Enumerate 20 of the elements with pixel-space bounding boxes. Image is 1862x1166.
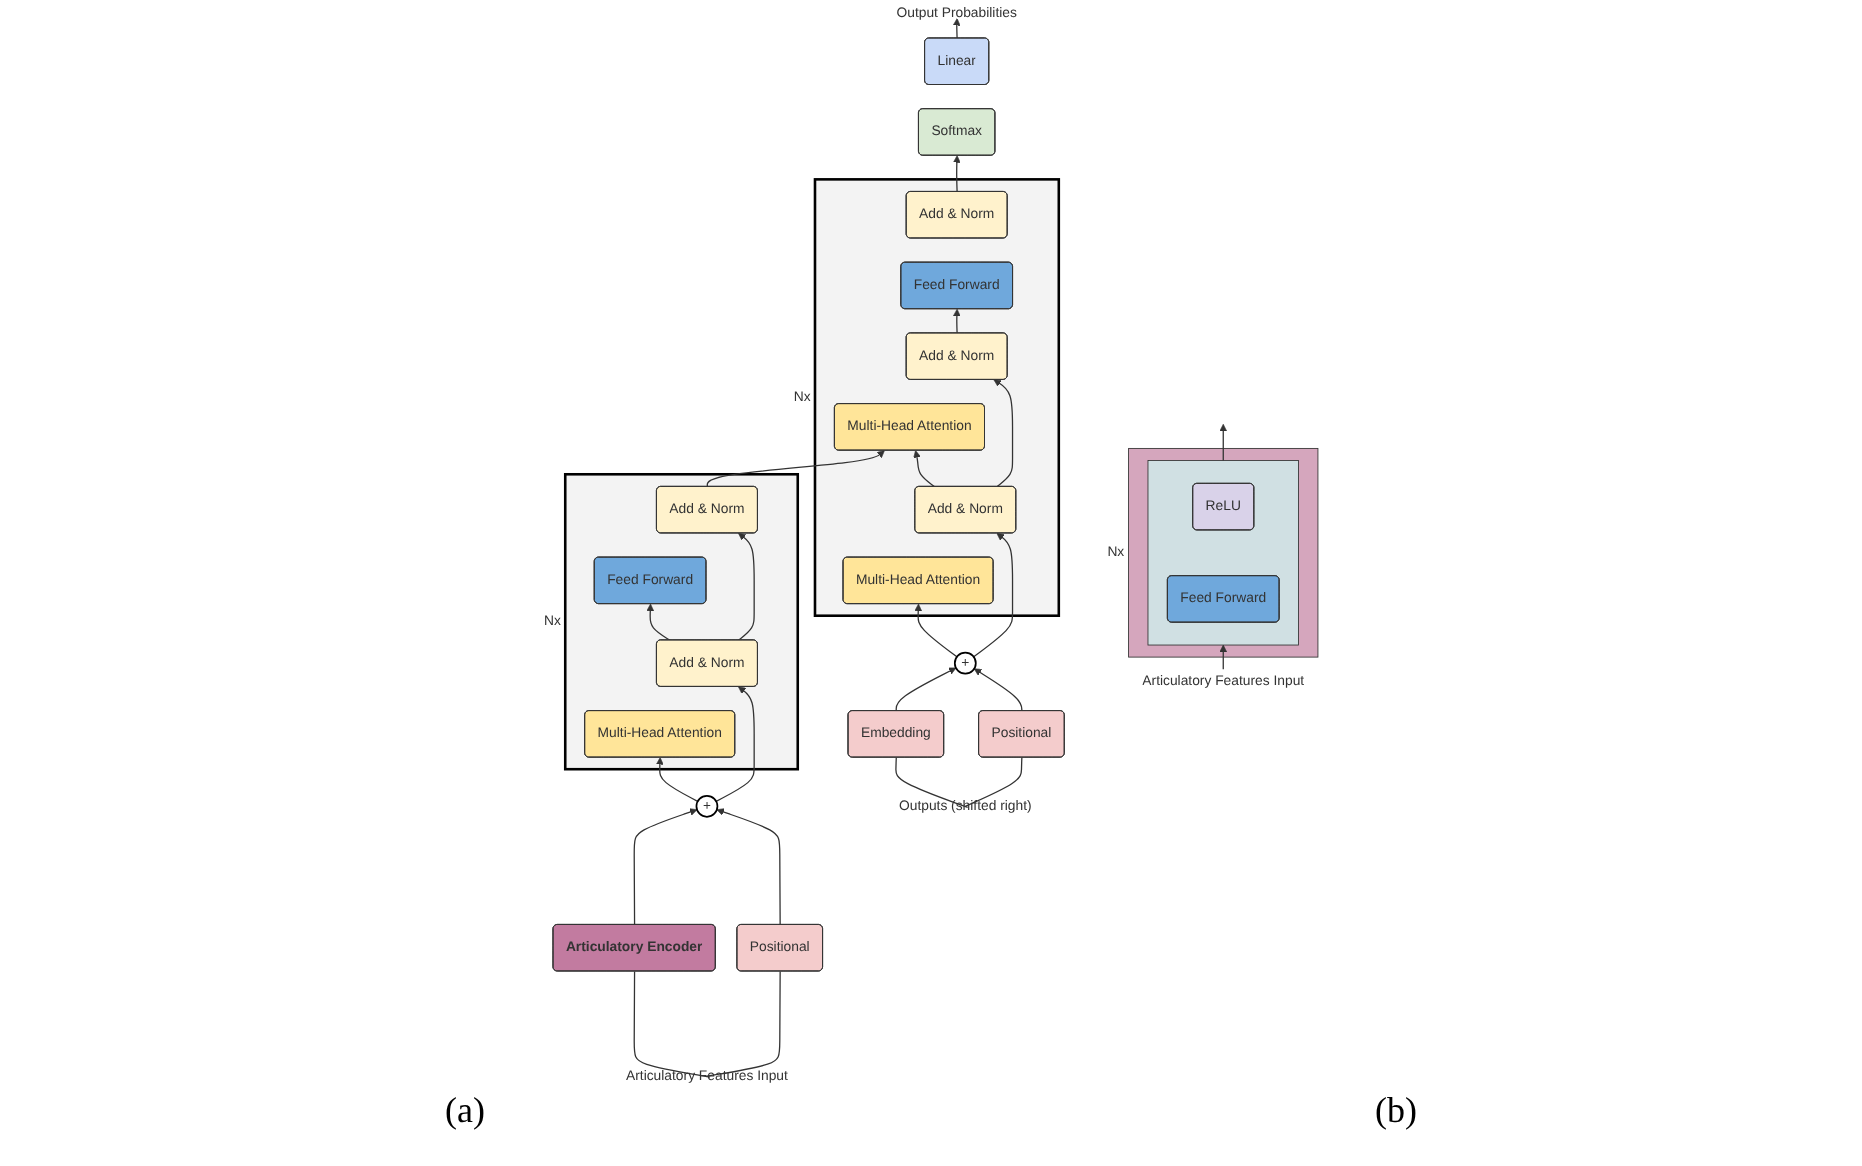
- arrow: [656, 757, 699, 803]
- arrow: [633, 808, 698, 926]
- arrow: [953, 308, 961, 334]
- arrow: [913, 450, 936, 488]
- arrow: [1219, 644, 1228, 670]
- arrow: [914, 603, 958, 658]
- arrow: [953, 155, 961, 193]
- panel-label: (b): [1374, 1090, 1417, 1132]
- arrow: [895, 667, 957, 712]
- arrow: [715, 686, 755, 803]
- arrow: [973, 668, 1023, 712]
- arrow: [952, 18, 961, 39]
- panel-label: (a): [445, 1090, 485, 1132]
- arrow: [737, 533, 755, 641]
- arrow: [646, 603, 671, 641]
- arrow: [706, 450, 885, 488]
- arrow: [716, 808, 781, 926]
- arrow: [973, 533, 1014, 658]
- arrow: [993, 379, 1014, 488]
- arrow: [1219, 423, 1228, 462]
